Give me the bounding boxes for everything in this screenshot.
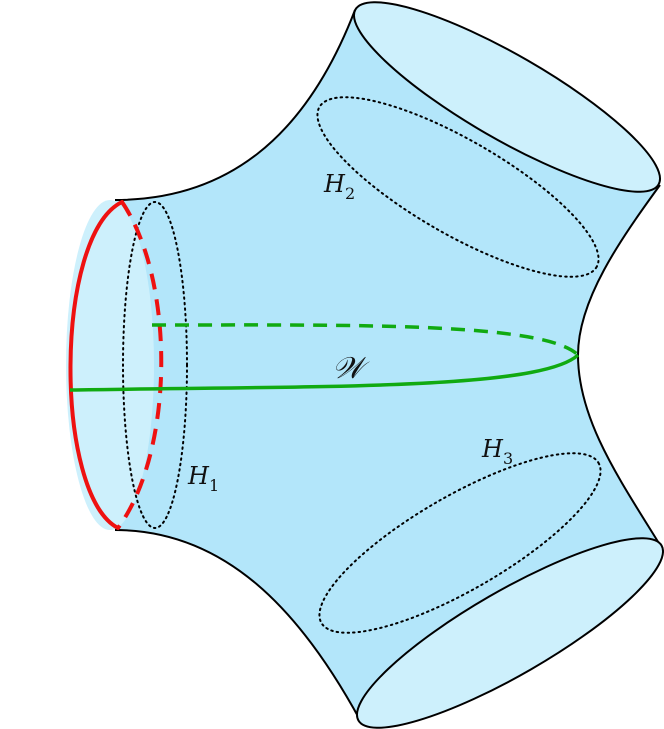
- boundary-back-red: [116, 200, 164, 530]
- top-cuff: [352, 1, 662, 193]
- lower-outline: [114, 529, 361, 721]
- geodesic-h2: [316, 96, 600, 278]
- label-h2: H2: [323, 170, 355, 203]
- wall-front-green: [69, 353, 580, 392]
- label-h3: H3: [481, 435, 513, 468]
- upper-outline: [114, 9, 356, 201]
- pants-surface: [115, 10, 660, 720]
- boundary-front-red: [68, 200, 124, 530]
- wall-back-green: [151, 323, 580, 357]
- left-cuff: [66, 200, 154, 530]
- geodesic-h3: [318, 452, 602, 634]
- label-h1: H1: [187, 462, 219, 495]
- bottom-cuff: [355, 537, 664, 729]
- geodesic-h1: [122, 201, 188, 529]
